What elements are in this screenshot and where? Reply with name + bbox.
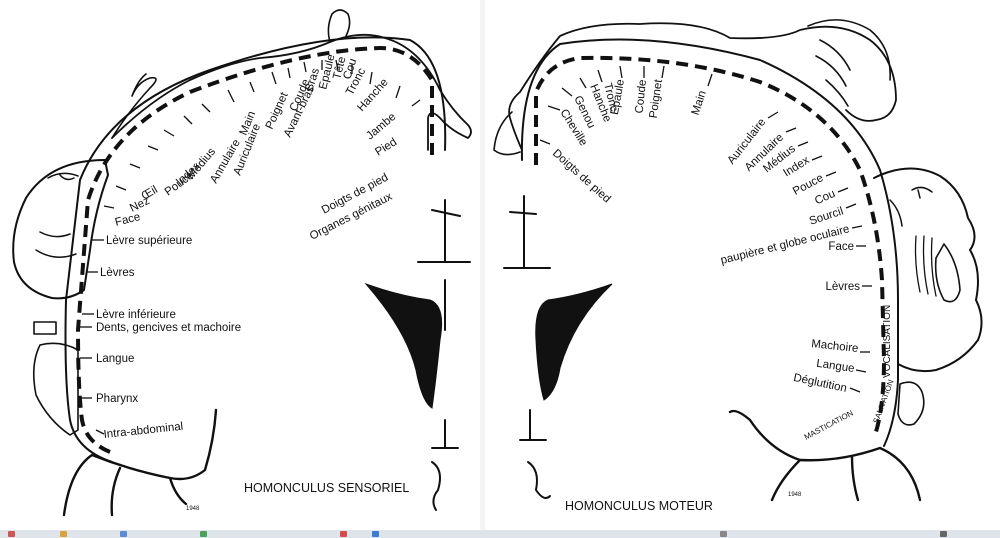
motor-label: Lèvres (825, 281, 860, 293)
sensory-title: HOMONCULUS SENSORIEL (244, 481, 409, 495)
sensory-label: Lèvre inférieure (96, 309, 176, 321)
taskbar-icon[interactable] (120, 531, 127, 537)
motor-vertical-label: VOCALISATION (882, 305, 893, 378)
sensory-label: Lèvres (100, 267, 135, 279)
motor-label: Face (828, 241, 854, 253)
taskbar-icon[interactable] (940, 531, 947, 537)
taskbar-icon[interactable] (200, 531, 207, 537)
taskbar-icon[interactable] (720, 531, 727, 537)
taskbar-icon[interactable] (372, 531, 379, 537)
motor-title: HOMONCULUS MOTEUR (565, 499, 713, 513)
taskbar-icon[interactable] (60, 531, 67, 537)
sensory-label: Langue (96, 353, 134, 365)
sensory-panel (0, 0, 480, 530)
motor-panel (485, 0, 1000, 530)
sensory-label: Pharynx (96, 393, 138, 405)
motor-signature: 1948 (788, 492, 802, 498)
sensory-label: Dents, gencives et machoire (96, 322, 241, 334)
sensory-signature: 1948 (186, 506, 200, 512)
taskbar-strip (0, 530, 1000, 538)
taskbar-icon[interactable] (8, 531, 15, 537)
sensory-label: Lèvre supérieure (106, 235, 192, 247)
taskbar-icon[interactable] (340, 531, 347, 537)
